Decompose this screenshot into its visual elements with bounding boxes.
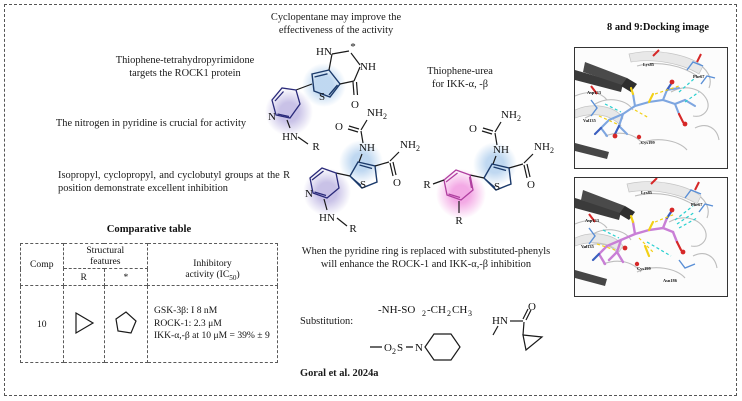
substitution-label: Substitution: [300,316,354,327]
svg-text:-CH: -CH [427,304,446,316]
svg-text:Val135: Val135 [581,244,595,249]
svg-text:Val135: Val135 [583,118,597,123]
svg-text:NH: NH [493,144,509,156]
svg-text:O: O [393,177,401,189]
comparative-table-title: Comparative table [106,224,192,235]
svg-text:2: 2 [422,309,426,318]
svg-text:O: O [469,123,477,135]
svg-text:CH: CH [452,304,467,316]
svg-text:Asp133: Asp133 [587,90,602,95]
svg-text:Phe67: Phe67 [691,202,703,207]
svg-text:2: 2 [447,309,451,318]
svg-text:O: O [527,179,535,191]
cyclopropyl-triangle-icon [75,311,94,334]
structure-phenyl-thiophene-urea-carboxamide: NH 2 O NH S O [423,100,565,240]
svg-text:S: S [494,181,500,193]
substituent-ethanesulfonamide-label: -NH-SO 2 -CH 2 CH 3 [378,300,498,323]
svg-text:O: O [384,342,392,354]
svg-text:R: R [455,215,463,227]
header-structural-features: Structural features [62,243,148,269]
docking-panel-title: 8 and 9:Docking image [607,22,709,33]
annotation-pyridine-nitrogen: The nitrogen in pyridine is crucial for … [55,118,247,129]
activity-line: IKK-α,-β at 10 μM = 39% ± 9 [153,330,270,342]
svg-text:N: N [268,111,276,123]
svg-text:R: R [423,179,431,191]
svg-text:HN: HN [282,131,298,143]
svg-text:Phe67: Phe67 [693,74,705,79]
figure-dashed-border [4,4,737,396]
svg-text:S: S [397,342,403,354]
table-subheader-row: R * [21,268,278,286]
svg-text:N: N [305,188,313,200]
svg-text:Cys199: Cys199 [637,266,651,271]
svg-text:HN: HN [319,212,335,224]
cyclopentyl-pentagon-icon [115,310,137,334]
svg-text:3: 3 [468,309,472,318]
header-r: R [62,268,105,286]
svg-text:S: S [360,179,366,191]
svg-text:O: O [528,301,536,313]
activity-line: ROCK-1: 2.3 μM [153,317,222,329]
svg-text:S: S [319,91,325,103]
svg-text:NH: NH [534,141,550,153]
svg-text:O: O [335,121,343,133]
svg-text:Lys85: Lys85 [643,62,655,67]
header-comp: Comp [20,243,64,286]
table-row: 10 GSK-3β: I 8 nM ROCK-1: 2.3 μM IKK-α,-… [20,285,279,363]
svg-text:2: 2 [383,112,387,121]
svg-text:2: 2 [517,114,521,123]
svg-text:N: N [415,342,423,354]
cell-comp-number: 10 [20,285,64,363]
svg-text:NH: NH [360,61,376,73]
annotation-cyclopentane: Cyclopentane may improve the effectivene… [270,12,402,36]
svg-text:R: R [349,223,357,235]
svg-text:2: 2 [550,146,554,155]
citation: Goral et al. 2024a [300,368,379,379]
svg-text:Lys85: Lys85 [641,190,653,195]
structure-pyridinyl-thiophene-urea-carboxamide: NH 2 O NH S O [303,100,435,240]
svg-text:Asp133: Asp133 [585,218,600,223]
annotation-phenyl-replacement: When the pyridine ring is replaced with … [301,246,551,270]
svg-text:Asn186: Asn186 [663,278,678,283]
activity-line: GSK-3β: I 8 nM [153,305,218,317]
structure-cyclopropanecarboxamide: HN O [492,301,572,362]
svg-text:HN: HN [492,315,508,327]
svg-text:NH: NH [400,139,416,151]
cell-star-group-shape [103,285,148,363]
svg-text:R: R [312,141,320,153]
cell-r-group-shape [62,285,105,363]
svg-text:NH: NH [359,142,375,154]
svg-text:Cys199: Cys199 [641,140,655,145]
annotation-r-groups: Isopropyl, cyclopropyl, and cyclobutyl g… [58,170,290,194]
svg-text:2: 2 [392,347,396,356]
svg-text:-NH-SO: -NH-SO [378,304,415,316]
structure-pyridinyl-thiophene-tetrahydropyrimidone: S HN * NH O [265,40,404,170]
svg-text:O: O [351,99,359,111]
svg-text:2: 2 [416,144,420,153]
annotation-thiophene-urea: Thiophene-urea for IKK-α, -β [427,66,493,90]
svg-text:HN: HN [316,46,332,58]
structure-piperidine-sulfonyl: O 2 S N [368,326,488,376]
docking-image-compound-9: Lys85 Phe67 Asp133 Val135 Cys199 Asn186 [574,177,728,297]
header-star: * [103,268,148,286]
svg-text:NH: NH [501,109,517,121]
svg-text:*: * [350,41,356,53]
cell-inhibitory-activity: GSK-3β: I 8 nM ROCK-1: 2.3 μM IKK-α,-β a… [146,285,279,363]
annotation-thiophene-tetrahydropyrimidone: Thiophene-tetrahydropyrimidone targets t… [115,55,255,79]
svg-text:NH: NH [367,107,383,119]
docking-image-compound-8: Lys85 Phe67 Asp133 Val135 Cys199 [574,47,728,169]
